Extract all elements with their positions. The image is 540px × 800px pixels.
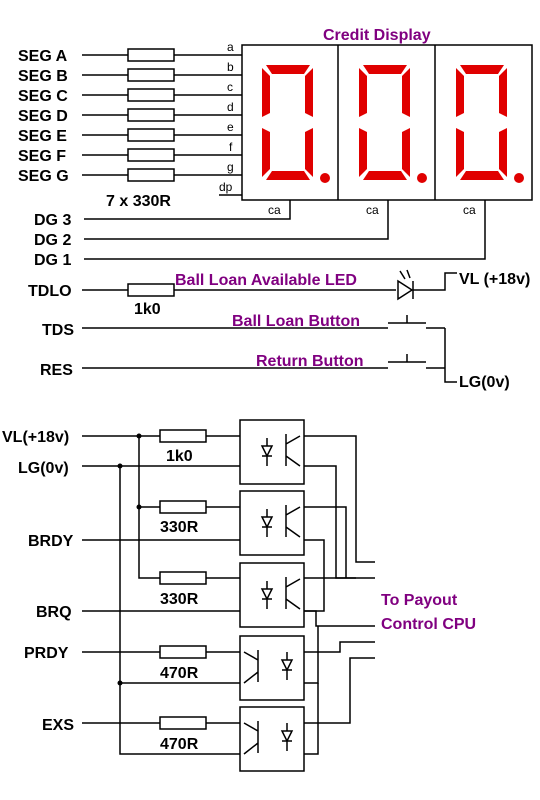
dg3-label: DG 3 [34, 212, 71, 229]
opto-3 [239, 562, 305, 628]
seg-g-label: SEG G [18, 168, 69, 185]
pin-dp: dp [219, 180, 233, 194]
led-symbol [397, 269, 457, 301]
prdy-label: PRDY [24, 645, 69, 662]
vl-label-top: VL (+18v) [459, 271, 530, 288]
opto-5 [239, 706, 305, 772]
button2-label: Return Button [256, 353, 364, 370]
seg-d-label: SEG D [18, 108, 68, 125]
pin-c: c [227, 80, 233, 94]
resistor-opto-2-value: 330R [160, 519, 199, 536]
seg-e-label: SEG E [18, 128, 67, 145]
resistor-seg-f [127, 148, 175, 162]
resistor-note: 7 x 330R [106, 193, 171, 210]
resistor-opto-2 [159, 500, 207, 514]
vl-label-bottom: VL(+18v) [2, 429, 69, 446]
lamp-section: TDLO 1k0 Ball Loan Available LED VL (+18… [28, 269, 530, 391]
dg1-label: DG 1 [34, 252, 71, 269]
dest-label-1: To Payout [381, 592, 458, 609]
exs-label: EXS [42, 717, 74, 734]
pin-g: g [227, 160, 234, 174]
button1-label: Ball Loan Button [232, 313, 360, 330]
opto-2 [239, 490, 305, 556]
resistor-seg-a [127, 48, 175, 62]
ball-loan-button-symbol [388, 315, 426, 324]
digit-1-glyph [456, 65, 524, 183]
pin-f: f [229, 140, 233, 154]
resistor-opto-4 [159, 645, 207, 659]
lg-label-top: LG(0v) [459, 374, 510, 391]
pin-a: a [227, 40, 234, 54]
led-label: Ball Loan Available LED [175, 272, 357, 289]
tds-label: TDS [42, 322, 74, 339]
opto-section: VL(+18v) LG(0v) BRDY BRQ PRDY EXS 1k0 33… [2, 419, 476, 772]
common-anode-labels: ca ca ca [268, 203, 476, 217]
resistor-seg-b [127, 68, 175, 82]
ca-label-1: ca [268, 203, 281, 217]
resistor-opto-1-value: 1k0 [166, 448, 193, 465]
ca-label-3: ca [463, 203, 476, 217]
lg-label-bottom: LG(0v) [18, 460, 69, 477]
seg-c-label: SEG C [18, 88, 68, 105]
resistor-opto-1 [159, 429, 207, 443]
dest-label-2: Control CPU [381, 616, 476, 633]
opto-1 [239, 419, 305, 485]
ca-label-2: ca [366, 203, 379, 217]
opto-4 [239, 635, 305, 701]
resistor-seg-c [127, 88, 175, 102]
segment-pin-labels: a b c d e f g dp [219, 40, 242, 196]
res-label: RES [40, 362, 73, 379]
digit-drive: DG 3 DG 2 DG 1 [34, 200, 486, 269]
digit-3-glyph [262, 65, 330, 183]
resistor-opto-5 [159, 716, 207, 730]
resistor-seg-g [127, 168, 175, 182]
seg-f-label: SEG F [18, 148, 66, 165]
pin-d: d [227, 100, 234, 114]
brdy-label: BRDY [28, 533, 74, 550]
pin-b: b [227, 60, 234, 74]
return-button-symbol [388, 354, 426, 363]
dg2-label: DG 2 [34, 232, 71, 249]
display-title: Credit Display [323, 27, 431, 44]
resistor-seg-e [127, 128, 175, 142]
pin-e: e [227, 120, 234, 134]
segment-inputs: SEG A SEG B SEG C SEG D SEG E SEG F SEG … [18, 48, 242, 210]
tdlo-label: TDLO [28, 283, 72, 300]
digit-2-glyph [359, 65, 427, 183]
resistor-opto-5-value: 470R [160, 736, 199, 753]
resistor-tdlo-value: 1k0 [134, 301, 161, 318]
seg-a-label: SEG A [18, 48, 68, 65]
brq-label: BRQ [36, 604, 72, 621]
resistor-seg-d [127, 108, 175, 122]
resistor-tdlo [127, 283, 175, 297]
seg-b-label: SEG B [18, 68, 68, 85]
resistor-opto-3-value: 330R [160, 591, 199, 608]
resistor-opto-4-value: 470R [160, 665, 199, 682]
resistor-opto-3 [159, 571, 207, 585]
